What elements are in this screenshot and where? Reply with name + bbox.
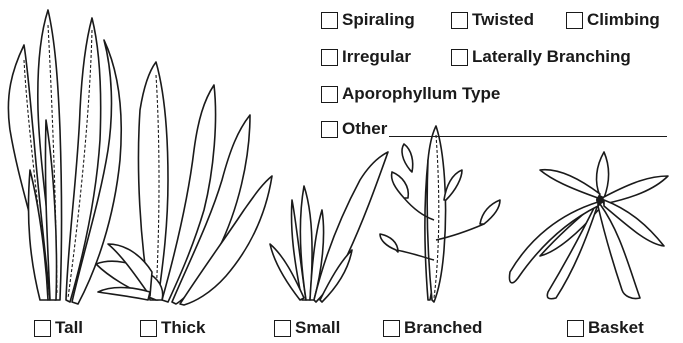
checkbox-twisted[interactable] xyxy=(451,12,468,29)
thick-plant-illustration xyxy=(96,62,272,305)
checkbox-laterally-branching[interactable] xyxy=(451,49,468,66)
other-write-in-line[interactable] xyxy=(389,135,667,137)
label-twisted: Twisted xyxy=(472,10,534,30)
checkbox-aporophyllum[interactable] xyxy=(321,86,338,103)
label-small: Small xyxy=(295,318,340,338)
option-branched[interactable]: Branched xyxy=(383,318,482,338)
option-twisted[interactable]: Twisted xyxy=(451,10,534,30)
option-irregular[interactable]: Irregular xyxy=(321,47,411,67)
checkbox-basket[interactable] xyxy=(567,320,584,337)
label-irregular: Irregular xyxy=(342,47,411,67)
option-other[interactable]: Other xyxy=(321,119,667,139)
option-small[interactable]: Small xyxy=(274,318,340,338)
label-basket: Basket xyxy=(588,318,644,338)
checkbox-spiraling[interactable] xyxy=(321,12,338,29)
branched-plant-illustration xyxy=(380,126,500,302)
checkbox-climbing[interactable] xyxy=(566,12,583,29)
checkbox-tall[interactable] xyxy=(34,320,51,337)
label-other: Other xyxy=(342,119,387,139)
option-spiraling[interactable]: Spiraling xyxy=(321,10,415,30)
option-tall[interactable]: Tall xyxy=(34,318,83,338)
checkbox-thick[interactable] xyxy=(140,320,157,337)
option-thick[interactable]: Thick xyxy=(140,318,205,338)
tall-plant-illustration xyxy=(8,10,121,304)
checkbox-branched[interactable] xyxy=(383,320,400,337)
label-spiraling: Spiraling xyxy=(342,10,415,30)
small-plant-illustration xyxy=(270,152,388,302)
option-laterally-branching[interactable]: Laterally Branching xyxy=(451,47,631,67)
label-climbing: Climbing xyxy=(587,10,660,30)
checkbox-irregular[interactable] xyxy=(321,49,338,66)
checkbox-other[interactable] xyxy=(321,121,338,138)
checkbox-small[interactable] xyxy=(274,320,291,337)
option-aporophyllum[interactable]: Aporophyllum Type xyxy=(321,84,500,104)
label-laterally-branching: Laterally Branching xyxy=(472,47,631,67)
label-thick: Thick xyxy=(161,318,205,338)
label-aporophyllum: Aporophyllum Type xyxy=(342,84,500,104)
option-climbing[interactable]: Climbing xyxy=(566,10,660,30)
label-branched: Branched xyxy=(404,318,482,338)
option-basket[interactable]: Basket xyxy=(567,318,644,338)
basket-plant-illustration xyxy=(509,152,668,299)
label-tall: Tall xyxy=(55,318,83,338)
